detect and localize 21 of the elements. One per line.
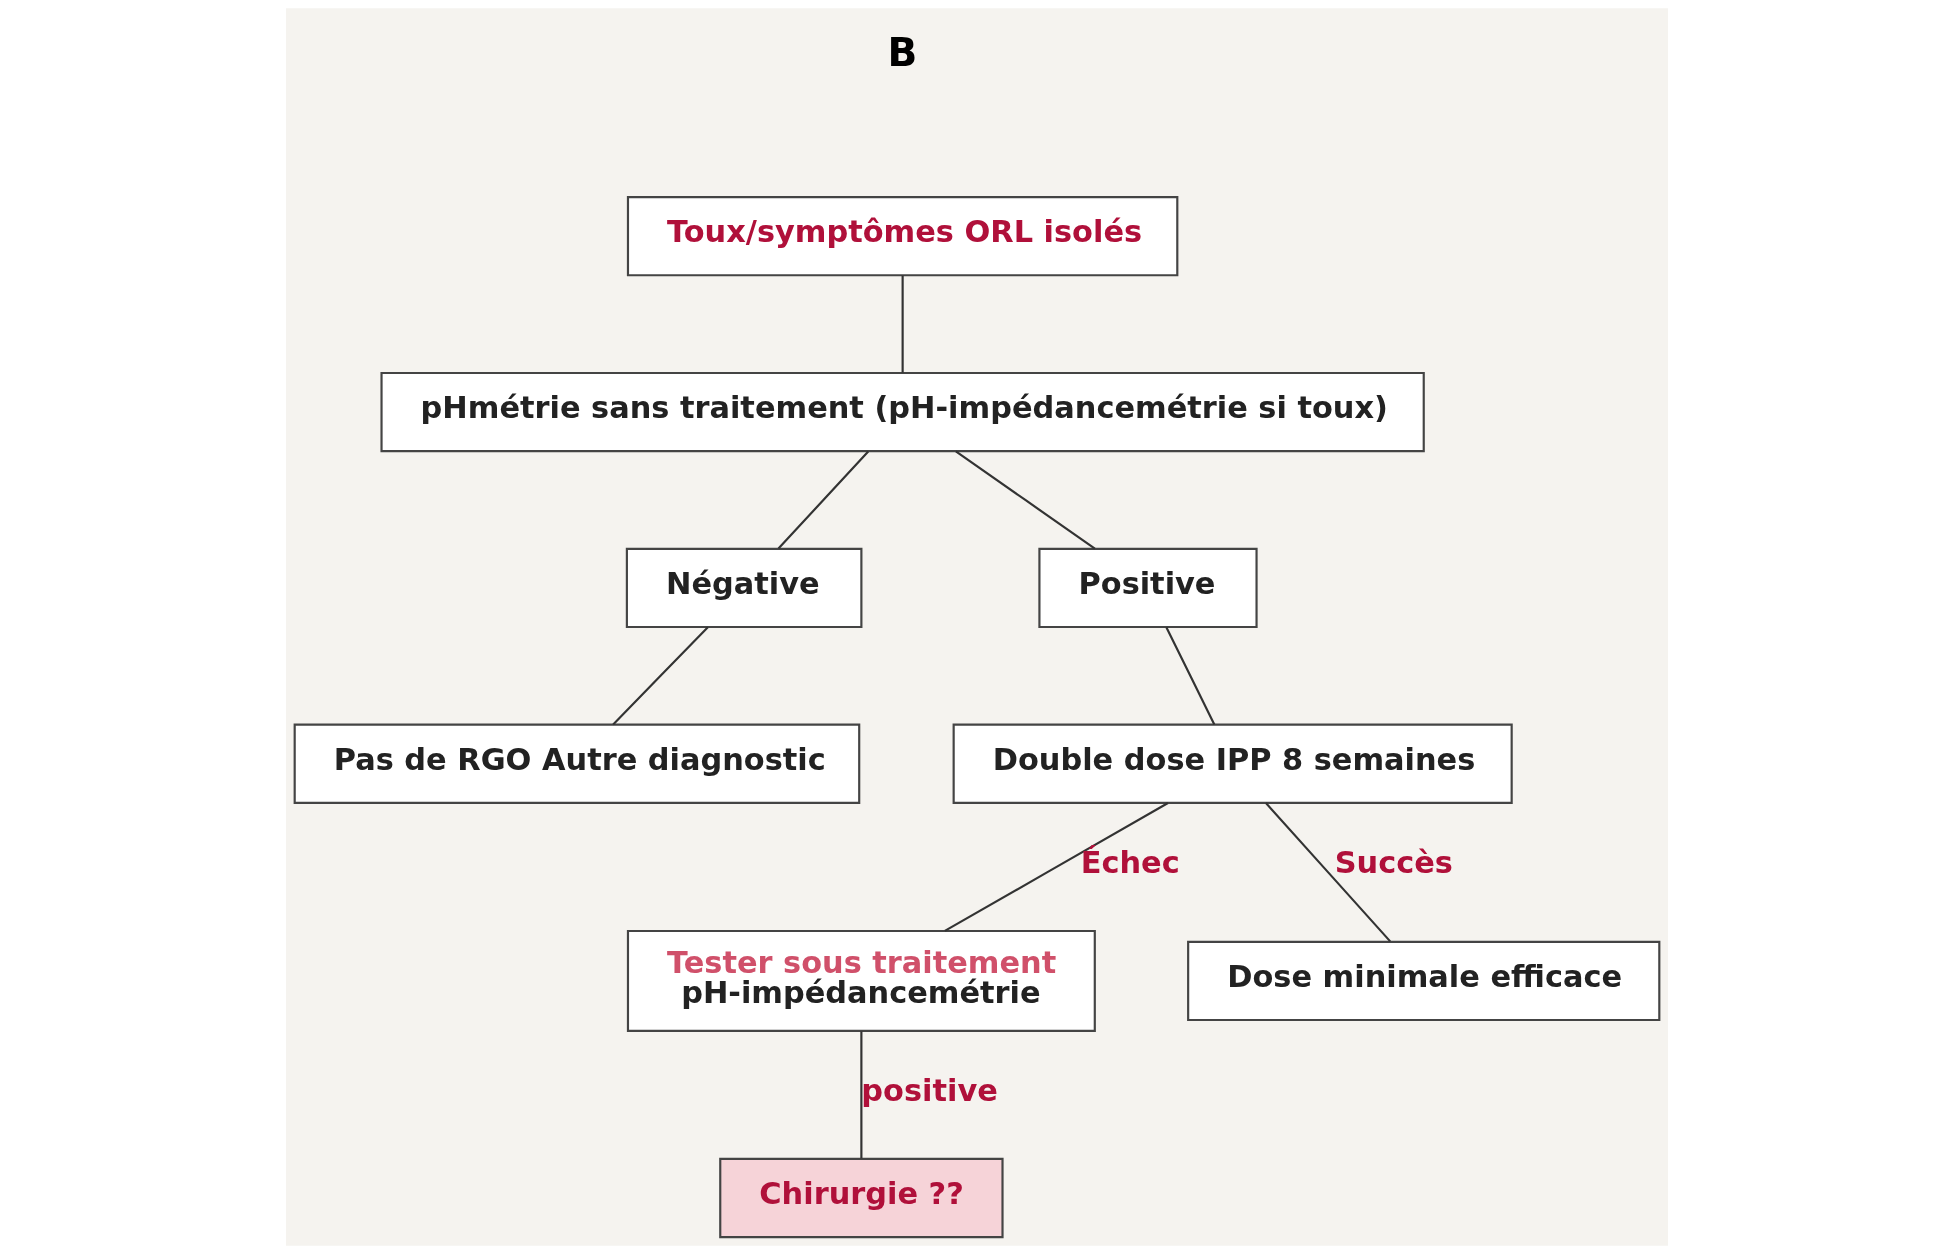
node-box: Positive — [1038, 547, 1258, 629]
edge-label: positive — [861, 1072, 998, 1108]
node-box: Double dose IPP 8 semaines — [952, 723, 1513, 804]
connector — [777, 450, 870, 550]
node-box: Négative — [625, 547, 863, 629]
connector — [901, 275, 904, 373]
connector — [1165, 626, 1216, 725]
node-box: Chirurgie ?? — [719, 1157, 1004, 1239]
connector — [1265, 802, 1391, 943]
edge-label: Succès — [1334, 844, 1453, 880]
connector — [860, 1031, 863, 1159]
node-box: Pas de RGO Autre diagnostic — [293, 723, 861, 804]
node-box: Tester sous traitement pH-impédancemétrie — [626, 929, 1096, 1032]
node-box: Toux/symptômes ORL isolés — [626, 196, 1179, 277]
edge-label: Échec — [1080, 844, 1180, 880]
node-box: pHmétrie sans traitement (pH-impédancemétrie si toux) — [380, 371, 1425, 453]
connector — [612, 626, 709, 726]
connector — [955, 450, 1096, 550]
label: B — [887, 29, 918, 75]
connector — [944, 802, 1169, 932]
node-box: Dose minimale efficace — [1187, 940, 1661, 1022]
